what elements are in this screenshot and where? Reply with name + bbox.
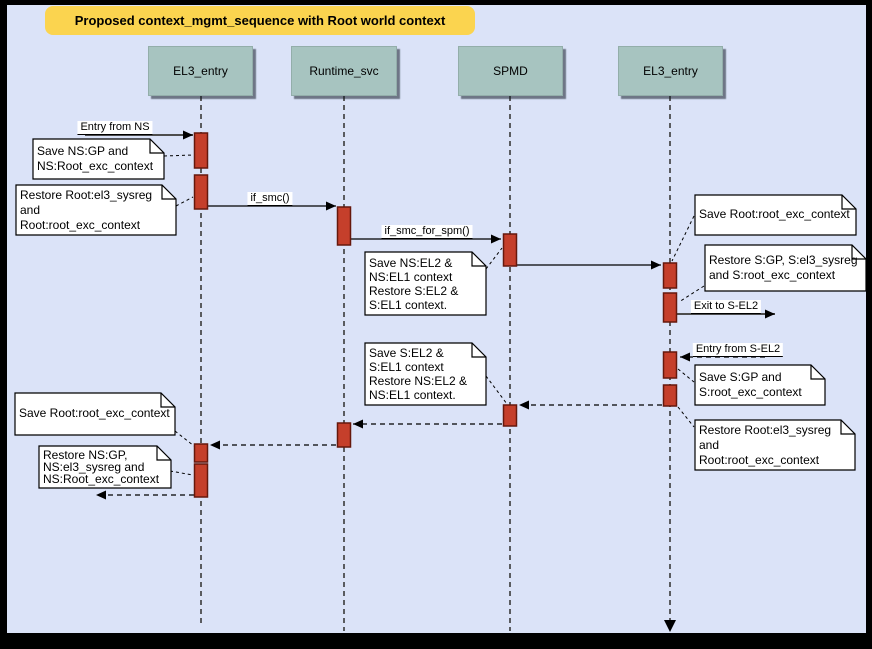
note-fold-icon-3 [841, 195, 856, 210]
note-fold-icon-6 [840, 420, 855, 435]
message-arrowhead-icon-0 [183, 130, 193, 140]
message-label-if-smc-for-spm-: if_smc_for_spm() [381, 225, 473, 239]
note-fold-icon-4 [851, 245, 866, 260]
message-label-exit-to-s-el2: Exit to S-EL2 [690, 300, 762, 314]
activation-bar-7 [662, 384, 678, 407]
note-fold-icon-1 [161, 185, 176, 200]
note-shape-5 [694, 364, 826, 406]
note-connector-3 [671, 215, 695, 262]
note-shape-1 [15, 184, 177, 236]
message-arrowhead-icon-4 [765, 309, 775, 319]
sequence-diagram-canvas: Proposed context_mgmt_sequence with Root… [7, 5, 866, 633]
message-arrowhead-icon-9 [96, 490, 106, 500]
lifeline-header-runtime-svc-1: Runtime_svc [291, 46, 397, 96]
message-arrowhead-icon-3 [651, 260, 661, 270]
note-connector-5 [677, 368, 695, 383]
note-fold-icon-7 [471, 343, 486, 358]
activation-bar-6 [662, 351, 678, 379]
message-arrowhead-icon-2 [491, 234, 501, 244]
note-connector-6 [677, 406, 695, 428]
note-connector-8 [174, 430, 195, 447]
message-arrowhead-icon-6 [519, 400, 529, 410]
activation-bar-2 [336, 206, 352, 246]
note-fold-icon-0 [149, 139, 164, 154]
activation-bar-3 [502, 233, 518, 267]
activation-bar-10 [193, 443, 209, 463]
message-label-entry-from-s-el2: Entry from S-EL2 [692, 343, 784, 357]
diagram-graphics [14, 96, 866, 632]
note-shape-2 [364, 251, 487, 316]
lifeline-end-arrow-icon [664, 620, 676, 632]
note-shape-4 [704, 244, 866, 292]
activation-bar-9 [336, 422, 352, 448]
note-connector-7 [485, 375, 508, 405]
note-fold-icon-2 [471, 252, 486, 267]
lifeline-header-el3-entry-0: EL3_entry [148, 46, 253, 96]
message-arrowhead-icon-5 [680, 352, 690, 362]
lifeline-header-el3-entry-3: EL3_entry [618, 46, 723, 96]
note-fold-icon-8 [160, 393, 175, 408]
note-shape-6 [694, 419, 856, 471]
activation-bar-0 [193, 132, 209, 169]
note-connector-9 [169, 470, 194, 476]
note-shape-0 [32, 138, 165, 180]
activation-bar-1 [193, 174, 209, 210]
activation-bar-4 [662, 262, 678, 289]
message-label-if-smc-: if_smc() [247, 192, 293, 206]
note-shape-9 [38, 445, 172, 489]
note-shape-8 [14, 392, 176, 436]
activation-bar-5 [662, 292, 678, 323]
message-arrowhead-icon-8 [210, 440, 220, 450]
note-fold-icon-5 [810, 365, 825, 380]
note-connector-1 [175, 196, 194, 207]
lifeline-header-spmd-2: SPMD [458, 46, 563, 96]
note-connector-2 [485, 247, 503, 270]
activation-bar-8 [502, 404, 518, 427]
note-shape-7 [364, 342, 487, 406]
activation-bar-11 [193, 463, 209, 498]
message-arrowhead-icon-7 [353, 419, 363, 429]
message-label-entry-from-ns: Entry from NS [77, 121, 153, 135]
note-connector-0 [163, 154, 194, 157]
diagram-title: Proposed context_mgmt_sequence with Root… [45, 6, 475, 35]
note-fold-icon-9 [156, 446, 171, 461]
note-shape-3 [694, 194, 857, 236]
message-arrowhead-icon-1 [326, 201, 336, 211]
note-connector-4 [678, 285, 705, 303]
